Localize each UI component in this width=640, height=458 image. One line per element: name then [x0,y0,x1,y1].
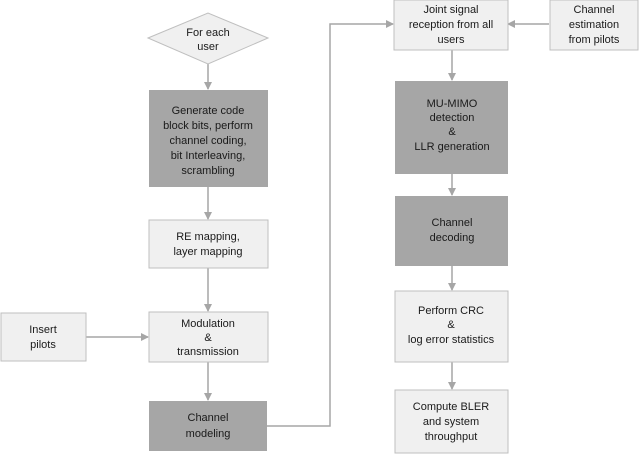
node-for-each-user: For each user [146,12,270,65]
channel-modeling-box [149,401,267,451]
generate-code-line-3: channel coding, [169,135,246,147]
insert-pilots-line-2: pilots [30,339,56,351]
node-perform-crc: Perform CRC & log error statistics [394,290,509,363]
compute-bler-line-3: throughput [425,431,478,443]
node-compute-bler: Compute BLER and system throughput [394,389,509,454]
re-mapping-box [148,219,269,269]
channel-decoding-line-2: decoding [430,232,475,244]
arrow-channel-modeling-to-reception [267,20,394,427]
insert-pilots-line-1: Insert [29,324,57,336]
node-generate-code: Generate code block bits, perform channe… [149,90,268,187]
generate-code-box [149,90,268,187]
mu-mimo-box [395,81,508,174]
perform-crc-line-1: Perform CRC [418,305,484,317]
compute-bler-line-1: Compute BLER [413,401,489,413]
modulation-line-2: & [204,332,212,344]
insert-pilots-box [0,312,87,362]
mu-mimo-line-3: & [448,126,456,138]
channel-modeling-line-2: modeling [186,428,231,440]
connectors [86,20,549,427]
channel-modeling-line-1: Channel [188,412,229,424]
node-channel-modeling: Channel modeling [149,401,267,451]
joint-reception-box [393,0,509,51]
generate-code-line-1: Generate code [172,105,245,117]
perform-crc-line-3: log error statistics [408,334,495,346]
perform-crc-line-2: & [447,319,455,331]
channel-estimation-line-3: from pilots [569,34,620,46]
channel-decoding-box [395,196,508,266]
modulation-box [148,311,269,363]
node-insert-pilots: Insert pilots [0,312,87,362]
for-each-user-line-2: user [197,41,219,53]
compute-bler-box [394,389,509,454]
channel-estimation-line-1: Channel [574,4,615,16]
modulation-line-1: Modulation [181,318,235,330]
mu-mimo-line-4: LLR generation [414,141,489,153]
node-re-mapping: RE mapping, layer mapping [148,219,269,269]
generate-code-line-2: block bits, perform [163,120,253,132]
generate-code-line-4: bit Interleaving, [171,150,246,162]
decision-diamond [146,12,270,65]
node-modulation: Modulation & transmission [148,311,269,363]
joint-reception-line-3: users [438,34,465,46]
channel-estimation-box [549,0,639,51]
channel-decoding-line-1: Channel [432,217,473,229]
mu-mimo-line-1: MU-MIMO [427,98,478,110]
re-mapping-line-1: RE mapping, [176,231,240,243]
modulation-line-3: transmission [177,346,239,358]
joint-reception-line-2: reception from all [409,19,493,31]
mu-mimo-line-2: detection [430,112,475,124]
node-channel-estimation: Channel estimation from pilots [549,0,639,51]
perform-crc-box [394,290,509,363]
for-each-user-line-1: For each [186,27,229,39]
channel-estimation-line-2: estimation [569,19,619,31]
node-joint-reception: Joint signal reception from all users [393,0,509,51]
generate-code-line-5: scrambling [181,165,234,177]
node-channel-decoding: Channel decoding [395,196,508,266]
compute-bler-line-2: and system [423,416,479,428]
re-mapping-line-2: layer mapping [173,246,242,258]
joint-reception-line-1: Joint signal [423,4,478,16]
node-mu-mimo: MU-MIMO detection & LLR generation [395,81,508,174]
